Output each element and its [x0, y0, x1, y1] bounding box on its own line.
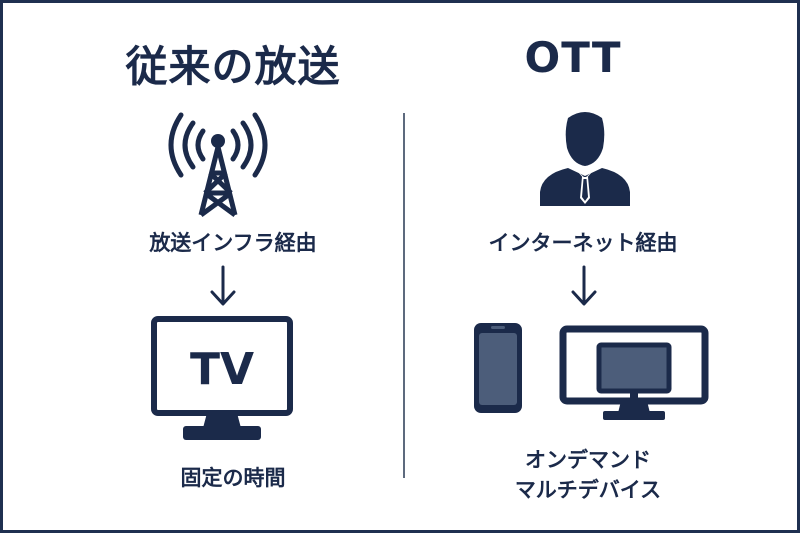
traditional-broadcast-title: 従来の放送 — [125, 42, 341, 91]
multi-device-label: マルチデバイス — [514, 478, 662, 502]
broadcast-tower-icon — [168, 112, 268, 218]
on-demand-label: オンデマンド — [525, 448, 651, 472]
tv-icon: TV — [151, 316, 293, 440]
smartphone-icon — [474, 323, 522, 413]
ott-title: OTT — [524, 33, 622, 82]
user-icon — [540, 112, 630, 206]
arrow-down-icon — [210, 265, 236, 306]
internet-route-label: インターネット経由 — [488, 231, 678, 255]
column-divider — [403, 113, 405, 478]
monitor-icon — [559, 325, 709, 420]
fixed-time-label: 固定の時間 — [180, 466, 286, 490]
broadcast-route-label: 放送インフラ経由 — [149, 231, 317, 255]
tv-screen-text: TV — [190, 344, 254, 395]
arrow-down-icon — [571, 265, 597, 306]
